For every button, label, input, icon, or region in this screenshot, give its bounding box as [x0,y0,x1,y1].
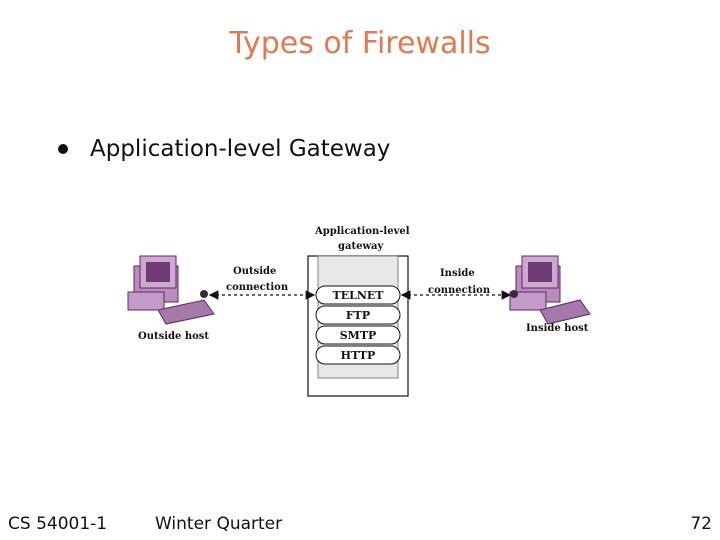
protocol-telnet-label: TELNET [333,289,385,302]
inside-host-computer-icon [509,255,591,325]
footer-page-number: 72 [690,514,712,534]
protocol-pill-http: HTTP [315,345,401,365]
outside-connection-label-line1: Outside [233,266,276,277]
protocol-http-label: HTTP [341,349,376,362]
bullet-item: Application-level Gateway [58,136,390,162]
footer-term: Winter Quarter [155,514,283,534]
outside-host-computer-icon [127,255,215,325]
protocol-pill-ftp: FTP [315,305,401,325]
bullet-dot-icon [58,144,68,154]
protocol-ftp-label: FTP [346,309,370,322]
bullet-text: Application-level Gateway [90,136,391,162]
inside-connection-label-line2: connection [428,285,491,296]
outside-connection-label-line2: connection [226,282,289,293]
gateway-diagram: Outside host Outside connection Applicat… [127,226,591,397]
inside-host-label: Inside host [526,323,589,334]
protocol-pill-telnet: TELNET [315,285,401,305]
slide-title: Types of Firewalls [229,26,491,61]
inside-connection-label-line1: Inside [440,268,475,279]
protocol-smtp-label: SMTP [340,329,377,342]
footer-course: CS 54001-1 [8,514,108,534]
gateway-label-line1: Application-level [314,226,410,237]
outside-host-label: Outside host [138,331,209,342]
gateway-label-line2: gateway [338,241,385,252]
protocol-pill-smtp: SMTP [315,325,401,345]
